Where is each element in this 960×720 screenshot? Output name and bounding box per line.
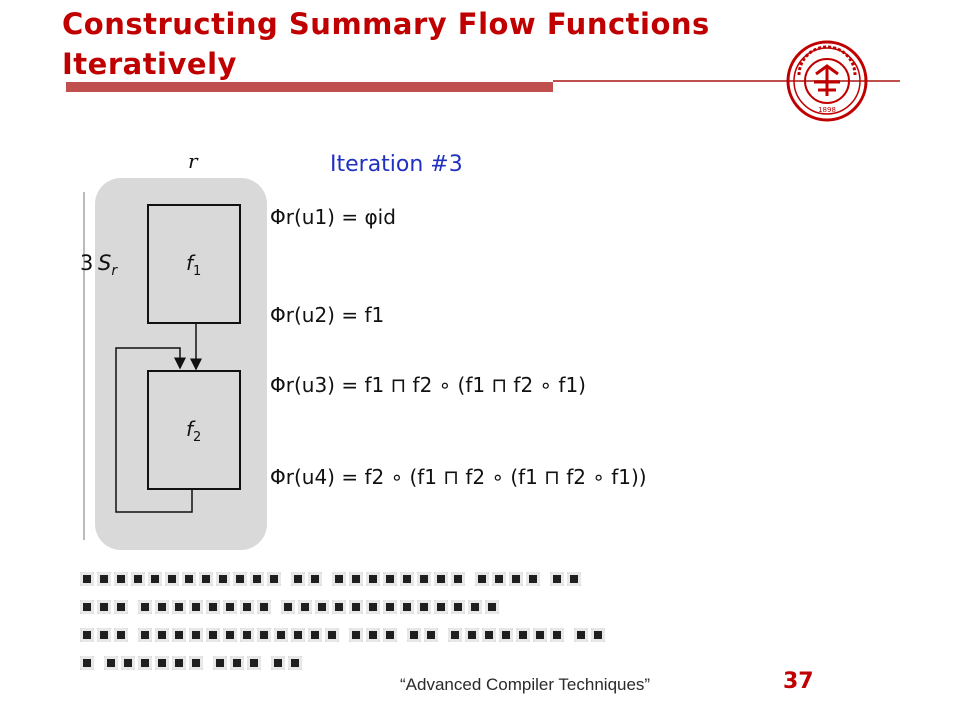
footer-course-title: “Advanced Compiler Techniques” xyxy=(400,675,651,694)
obscured-line xyxy=(80,656,910,676)
region-label: r xyxy=(188,149,199,173)
obscured-line xyxy=(80,628,910,648)
equation-u3: Φr(u3) = f1 ⊓ f2 ∘ (f1 ⊓ f2 ∘ f1) xyxy=(270,373,586,397)
obscured-text-block xyxy=(80,572,910,712)
title-underline-rule xyxy=(553,80,900,82)
seal-year: 1898 xyxy=(818,106,836,114)
page-number: 37 xyxy=(783,669,814,694)
node-f1-label: f1 xyxy=(186,251,201,279)
iteration-label: Iteration #3 xyxy=(330,152,463,177)
subgraph-label: Sr xyxy=(98,251,118,279)
obscured-line xyxy=(80,572,910,592)
node-f1 xyxy=(147,204,241,324)
equation-u1: Φr(u1) = φid xyxy=(270,205,396,229)
node-f2 xyxy=(147,370,241,490)
back-edge xyxy=(115,347,193,513)
clipped-glyph: 3 xyxy=(80,251,93,275)
peking-university-seal-icon: 1898 xyxy=(786,40,868,122)
node-f2-label: f2 xyxy=(186,417,201,445)
equation-u2: Φr(u2) = f1 xyxy=(270,303,384,327)
equation-u4: Φr(u4) = f2 ∘ (f1 ⊓ f2 ∘ (f1 ⊓ f2 ∘ f1)) xyxy=(270,465,647,489)
obscured-line xyxy=(80,600,910,620)
slide-title: Constructing Summary Flow Functions Iter… xyxy=(62,7,710,81)
title-underline-bar xyxy=(66,82,553,92)
